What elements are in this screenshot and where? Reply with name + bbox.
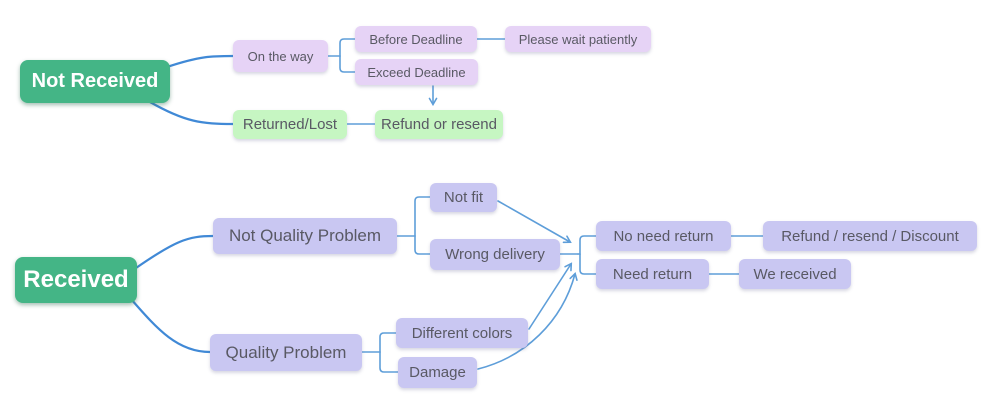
node-label: Not Received (31, 70, 159, 92)
node-returned-lost[interactable]: Returned/Lost (233, 110, 347, 139)
node-refund-resend-discount[interactable]: Refund / resend / Discount (763, 221, 977, 251)
node-not-received[interactable]: Not Received (20, 60, 170, 103)
node-label: Exceed Deadline (367, 64, 466, 80)
node-wrong-delivery[interactable]: Wrong delivery (430, 239, 560, 270)
node-label: Need return (612, 265, 693, 283)
connector-not-fit-junction (497, 200, 570, 242)
node-label: Quality Problem (225, 342, 347, 362)
connector-received-quality-problem (129, 297, 212, 354)
node-we-received[interactable]: We received (739, 259, 851, 289)
node-label: Refund / resend / Discount (781, 227, 959, 245)
node-not-quality-problem[interactable]: Not Quality Problem (213, 218, 397, 254)
node-label: Wrong delivery (445, 246, 545, 263)
connector-received-not-quality-problem (134, 234, 215, 270)
node-please-wait-patiently[interactable]: Please wait patiently (505, 26, 651, 52)
node-label: We received (753, 265, 837, 283)
node-different-colors[interactable]: Different colors (396, 318, 528, 348)
connector-spine-before-deadline (339, 38, 356, 57)
connector-junction-no-need-return (577, 235, 597, 255)
node-label: Returned/Lost (242, 116, 338, 133)
node-no-need-return[interactable]: No need return (596, 221, 731, 251)
node-label: Before Deadline (369, 31, 463, 47)
node-label: Not fit (443, 189, 484, 206)
node-label: Not Quality Problem (228, 226, 382, 245)
node-label: Damage (409, 364, 466, 381)
node-quality-problem[interactable]: Quality Problem (210, 334, 362, 371)
node-label: No need return (613, 227, 714, 245)
node-not-fit[interactable]: Not fit (430, 183, 497, 212)
connector-spine-exceed-deadline (339, 55, 356, 73)
node-label: Please wait patiently (518, 31, 638, 47)
node-refund-or-resend[interactable]: Refund or resend (375, 110, 503, 139)
node-label: Refund or resend (381, 116, 497, 133)
node-received[interactable]: Received (15, 257, 137, 303)
connector-spine-wrong-delivery (414, 235, 431, 255)
node-exceed-deadline[interactable]: Exceed Deadline (355, 59, 478, 85)
connector-damage-junction (477, 274, 575, 370)
node-need-return[interactable]: Need return (596, 259, 709, 289)
connector-junction-need-return (579, 253, 597, 275)
node-label: Received (23, 266, 129, 293)
node-label: On the way (247, 48, 314, 64)
connector-spine-different-colors (379, 332, 397, 353)
node-before-deadline[interactable]: Before Deadline (355, 26, 477, 52)
connector-not-received-returned-lost (148, 100, 235, 126)
connector-different-colors-junction (528, 264, 571, 330)
node-label: Different colors (411, 324, 513, 342)
node-on-the-way[interactable]: On the way (233, 40, 328, 72)
connector-spine-damage (379, 351, 399, 373)
connector-spine-not-fit (414, 196, 431, 237)
connector-not-received-on-the-way (165, 54, 235, 69)
node-damage[interactable]: Damage (398, 357, 477, 388)
